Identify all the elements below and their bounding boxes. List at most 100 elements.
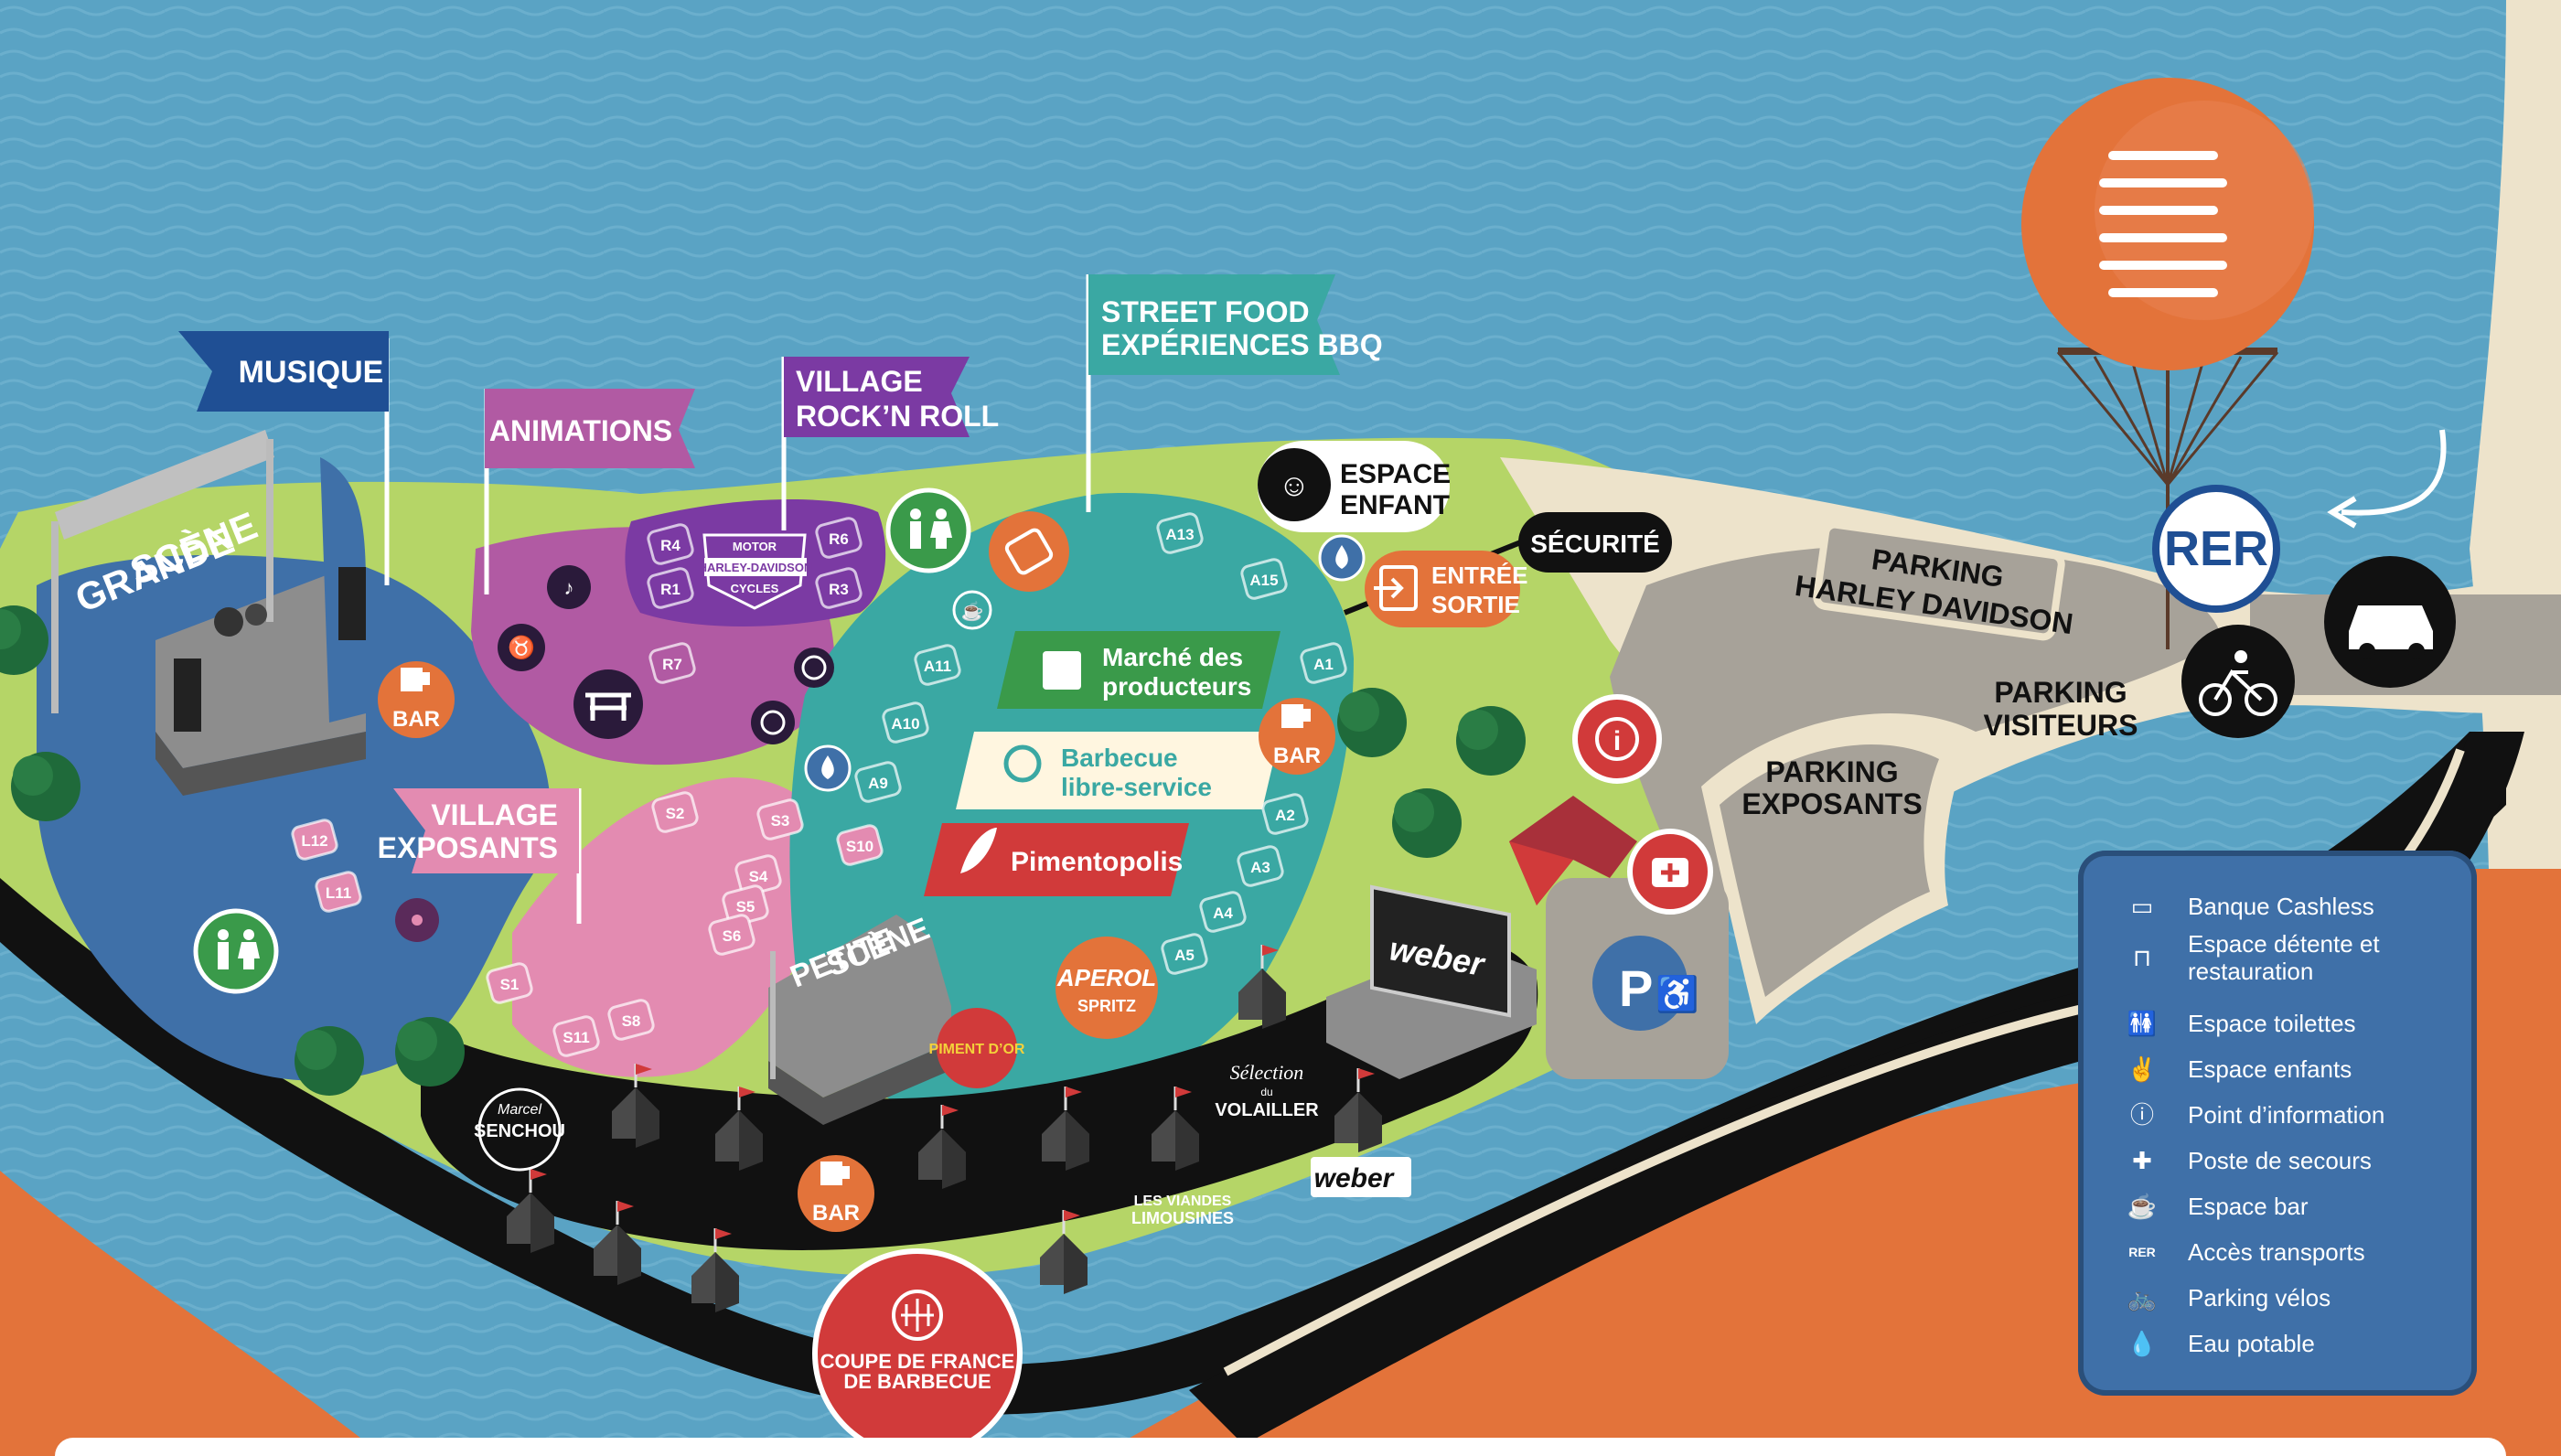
svg-text:ENFANT: ENFANT [1340,490,1450,520]
svg-text:Pimentopolis: Pimentopolis [1011,847,1183,877]
bicycle-icon[interactable] [2181,625,2295,738]
securite[interactable]: SÉCURITÉ [1343,512,1672,616]
svg-text:A15: A15 [1249,572,1278,589]
stand-r1[interactable]: R1 [647,567,694,609]
aperol-spritz[interactable]: APEROL SPRITZ [1055,937,1158,1039]
bar-barbecue[interactable]: BAR [798,1155,874,1232]
selection-volailler-logo: Sélection du VOLAILLER [1215,1061,1319,1120]
water-drop-icon: 💧 [2127,1330,2158,1357]
svg-text:R7: R7 [662,656,682,673]
coffee-icon: ☕ [952,590,992,630]
svg-text:R3: R3 [829,581,849,598]
stand-s10[interactable]: S10 [836,824,884,866]
svg-text:A2: A2 [1275,807,1295,824]
svg-text:ANIMATIONS: ANIMATIONS [489,414,672,447]
weber-stage[interactable]: weber [1326,884,1537,1079]
rer-icon[interactable]: RER [2152,429,2447,613]
flag-rocknroll[interactable]: VILLAGE ROCK’N ROLL [781,357,999,530]
stand-a2[interactable]: A2 [1261,793,1309,835]
weber-logo: weber [1311,1157,1411,1197]
flag-animations[interactable]: ANIMATIONS [484,389,695,594]
viandes-limousines-logo: LES VIANDES LIMOUSINES [1131,1194,1234,1227]
stand-a15[interactable]: A15 [1240,558,1288,600]
stand-a5[interactable]: A5 [1161,933,1208,975]
parking-pmr-icon[interactable]: P♿ [1592,936,1698,1031]
grande-scene[interactable]: GRANDE SCÈNE [51,430,366,796]
stand-r7[interactable]: R7 [648,642,696,684]
svg-text:L11: L11 [326,884,351,902]
stand-s2[interactable]: S2 [651,791,699,833]
svg-text:A5: A5 [1174,947,1195,964]
coupe-de-france-barbecue[interactable]: COUPE DE FRANCE DE BARBECUE [812,1248,1023,1456]
stand-l11[interactable]: L11 [315,871,362,913]
espace-enfant[interactable]: ☺ ESPACE ENFANT [1258,441,1451,532]
svg-text:A13: A13 [1165,526,1194,543]
entree-sortie[interactable]: ENTRÉE SORTIE [1365,551,1527,627]
legend-item: 🚲Parking vélos [2115,1277,2462,1319]
svg-text:VOLAILLER: VOLAILLER [1215,1100,1319,1120]
svg-text:i: i [1613,726,1621,756]
stand-a11[interactable]: A11 [914,644,961,686]
svg-text:ROCK’N ROLL: ROCK’N ROLL [796,400,999,433]
toilets-streetfood[interactable] [885,487,971,573]
harley-davidson-logo: MOTOR HARLEY-DAVIDSON CYCLES [699,533,813,610]
svg-text:PIMENT D’OR: PIMENT D’OR [929,1042,1025,1057]
stand-r3[interactable]: R3 [815,567,863,609]
stand-r4[interactable]: R4 [647,523,694,565]
svg-text:ESPACE: ESPACE [1340,459,1451,489]
beer-mug-icon: ☕ [2127,1193,2158,1220]
target-icon [751,701,795,744]
svg-text:EXPÉRIENCES BBQ: EXPÉRIENCES BBQ [1101,328,1383,361]
info-icon[interactable]: i [1572,694,1662,784]
stand-s6[interactable]: S6 [708,914,755,956]
svg-text:S3: S3 [771,812,790,830]
stand-s11[interactable]: S11 [552,1015,600,1057]
svg-text:weber: weber [1314,1163,1396,1194]
svg-text:BAR: BAR [1273,744,1321,768]
svg-text:A1: A1 [1313,656,1334,673]
pimentopolis[interactable]: Pimentopolis [924,823,1189,896]
stand-a10[interactable]: A10 [882,701,929,744]
first-aid-icon: ✚ [2132,1147,2152,1174]
flag-musique[interactable]: MUSIQUE [178,331,390,585]
flag-village-exposants[interactable]: VILLAGE EXPOSANTS [378,788,582,924]
rer-icon: RER [2128,1245,2156,1259]
stand-r6[interactable]: R6 [815,517,863,559]
svg-text:HARLEY-DAVIDSON: HARLEY-DAVIDSON [699,561,813,574]
stand-s3[interactable]: S3 [756,798,804,840]
stand-a4[interactable]: A4 [1199,891,1247,933]
vinyl-icon [395,898,439,942]
stand-s8[interactable]: S8 [607,999,655,1041]
svg-text:LES VIANDES: LES VIANDES [1134,1194,1232,1209]
svg-text:S5: S5 [736,898,755,915]
bottom-banner [55,1438,2506,1456]
legend: ▭Banque Cashless⊓Espace détente et resta… [2078,851,2477,1396]
svg-text:A4: A4 [1213,905,1233,922]
marche-producteurs[interactable]: Marché des producteurs [997,631,1280,709]
legend-item: ☕Espace bar [2115,1185,2462,1227]
children-icon: ✌ [2127,1055,2158,1083]
svg-text:A10: A10 [891,715,919,733]
toilets-musique[interactable] [193,908,279,994]
car-icon[interactable] [2324,556,2456,688]
bar-streetfood[interactable]: BAR [1259,698,1335,775]
first-aid-icon[interactable] [1627,829,1713,915]
stand-l12[interactable]: L12 [291,819,338,861]
svg-text:APEROL: APEROL [1056,964,1156,991]
stand-a13[interactable]: A13 [1156,512,1204,554]
toilets-icon: 🚻 [2127,1010,2158,1037]
stand-a3[interactable]: A3 [1237,845,1284,887]
bar-musique[interactable]: BAR [378,661,455,738]
svg-text:VILLAGE: VILLAGE [431,798,558,831]
cashless-card-icon[interactable] [989,511,1069,592]
svg-text:VILLAGE: VILLAGE [796,365,923,398]
piment-dor[interactable]: PIMENT D’OR [929,1008,1025,1088]
stand-a1[interactable]: A1 [1300,642,1347,684]
svg-text:VISITEURS: VISITEURS [1984,709,2138,742]
cashless-card-icon: ▭ [2130,893,2154,920]
flag-streetfood[interactable]: STREET FOOD EXPÉRIENCES BBQ [1086,274,1383,512]
barbecue-libre-service[interactable]: Barbecue libre-service [956,732,1280,809]
stand-s1[interactable]: S1 [486,962,533,1004]
stand-a9[interactable]: A9 [854,761,902,803]
